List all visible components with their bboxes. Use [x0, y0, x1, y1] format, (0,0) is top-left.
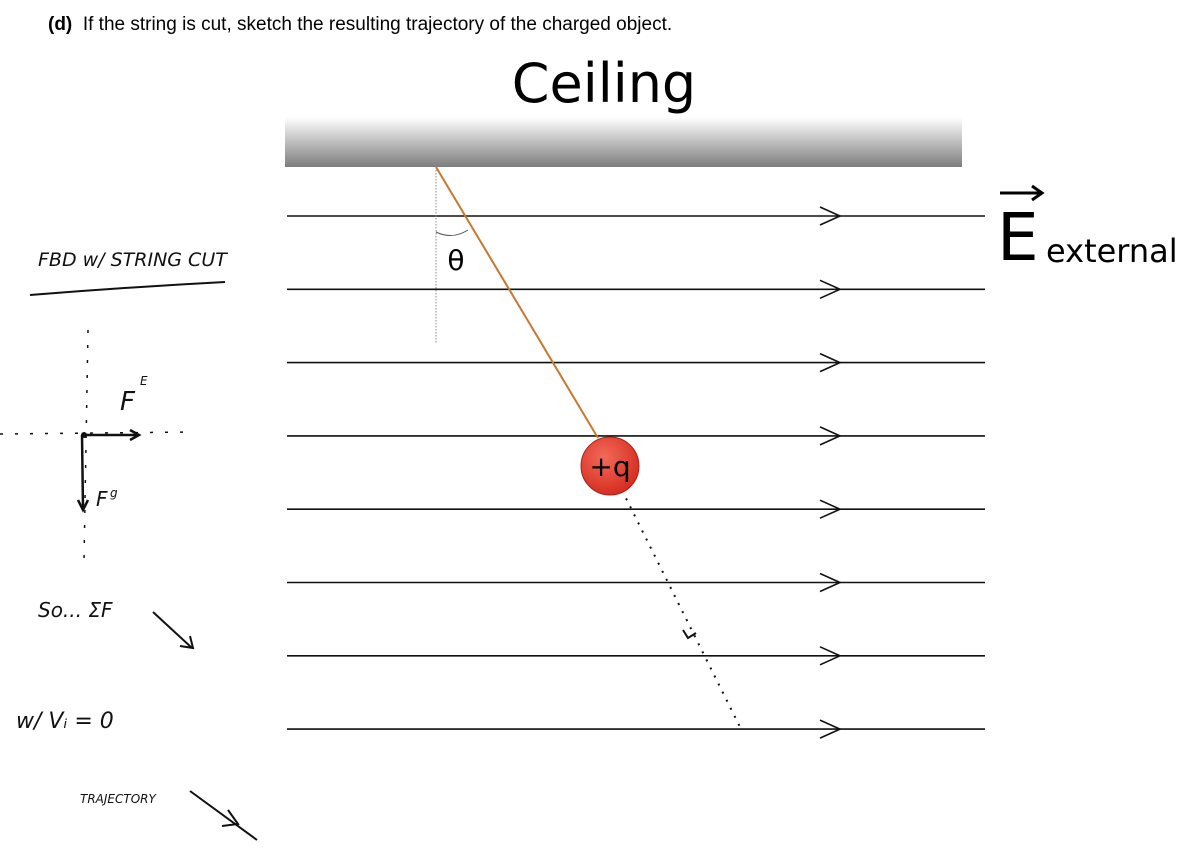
field-arrow-icon — [819, 279, 842, 300]
field-arrow-icon — [819, 646, 842, 666]
charged-object — [580, 436, 640, 496]
electric-force-sub: E — [140, 374, 148, 388]
question-label: (d) — [48, 14, 73, 35]
gravity-force-arrow — [80, 434, 85, 509]
field-arrow-icon — [819, 352, 842, 373]
field-arrow-icon — [819, 426, 842, 446]
trajectory-note: TRAJECTORY — [80, 792, 157, 806]
string — [435, 166, 599, 439]
vertical-axis — [83, 329, 89, 561]
initial-velocity-note: w/ Vᵢ = 0 — [16, 709, 114, 734]
question-body: If the string is cut, sketch the resulti… — [82, 14, 673, 35]
fbd-underline — [29, 281, 226, 296]
horizontal-axis — [0, 431, 196, 435]
gravity-force-label: F — [96, 487, 108, 511]
field-subscript: external — [1046, 232, 1178, 270]
charge-label: +q — [589, 450, 630, 483]
field-arrow-icon — [819, 499, 842, 519]
electric-force-label: F — [120, 387, 136, 417]
question-text: (d) If the string is cut, sketch the res… — [48, 14, 672, 36]
ceiling-label: Ceiling — [512, 52, 696, 115]
ceiling — [285, 117, 962, 167]
fbd-title: FBD w/ STRING CUT — [38, 249, 228, 271]
angle-label: θ — [447, 244, 464, 277]
gravity-force-sub: g — [110, 486, 118, 500]
field-symbol: E — [997, 199, 1039, 276]
electric-field-label: E external — [997, 184, 1178, 276]
field-arrow-icon — [819, 572, 842, 593]
net-force-note: So... ΣF — [38, 598, 113, 622]
field-arrow-icon — [819, 719, 842, 739]
field-lines — [287, 206, 985, 739]
net-force-arrow — [152, 611, 195, 650]
trajectory-arrow — [189, 790, 258, 841]
angle-arc — [435, 229, 469, 236]
field-arrow-icon — [819, 206, 842, 226]
trajectory-arrowhead — [682, 629, 697, 640]
